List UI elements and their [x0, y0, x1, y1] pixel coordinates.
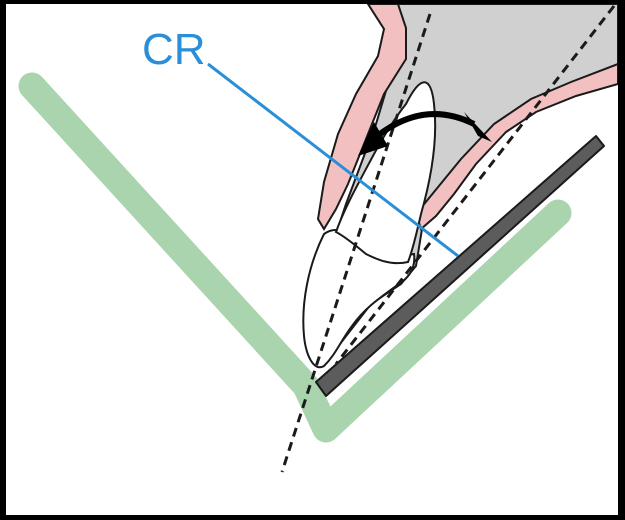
receptor-plane — [334, 5, 616, 365]
dental-radiography-diagram: CR — [18, 4, 618, 473]
diagram-panel: CR — [6, 4, 618, 515]
double-headed-arrow-icon — [358, 111, 492, 156]
central-ray-label: CR — [142, 25, 206, 74]
tooth-long-axis — [280, 13, 432, 473]
receptor-guide — [18, 72, 572, 443]
central-ray-line — [207, 62, 459, 258]
gingiva-lower — [414, 62, 618, 231]
receptor-plate — [315, 135, 605, 397]
gingiva-upper — [316, 4, 407, 231]
